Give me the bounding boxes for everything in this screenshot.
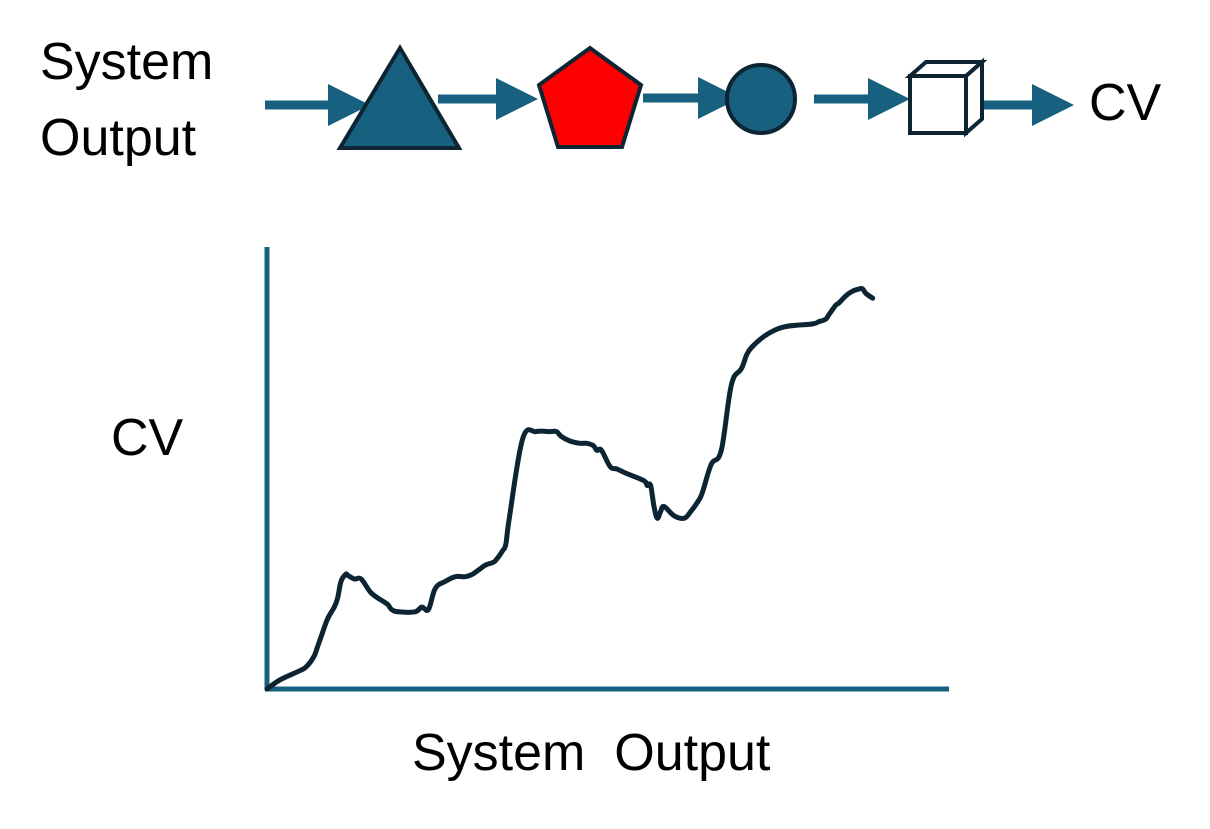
input-label-line2: Output [40,109,197,167]
process-flow: System Output [40,33,1162,167]
flow-arrow-1 [265,84,370,126]
output-label: CV [1089,74,1162,132]
input-label-line1: System [40,33,213,91]
cube-stage-icon [904,57,988,138]
cv-series-line [264,285,876,692]
triangle-stage-icon [336,44,463,150]
circle-stage-icon [725,63,797,135]
flow-arrow-3 [643,77,740,119]
y-axis-label: CV [111,409,184,467]
pentagon-stage-icon [536,45,644,149]
flow-arrow-4 [814,78,910,120]
flow-arrows [265,77,1074,126]
x-axis-label: System Output [412,724,771,782]
flow-arrow-2 [438,78,538,120]
cv-chart: CV System Output [111,247,949,782]
